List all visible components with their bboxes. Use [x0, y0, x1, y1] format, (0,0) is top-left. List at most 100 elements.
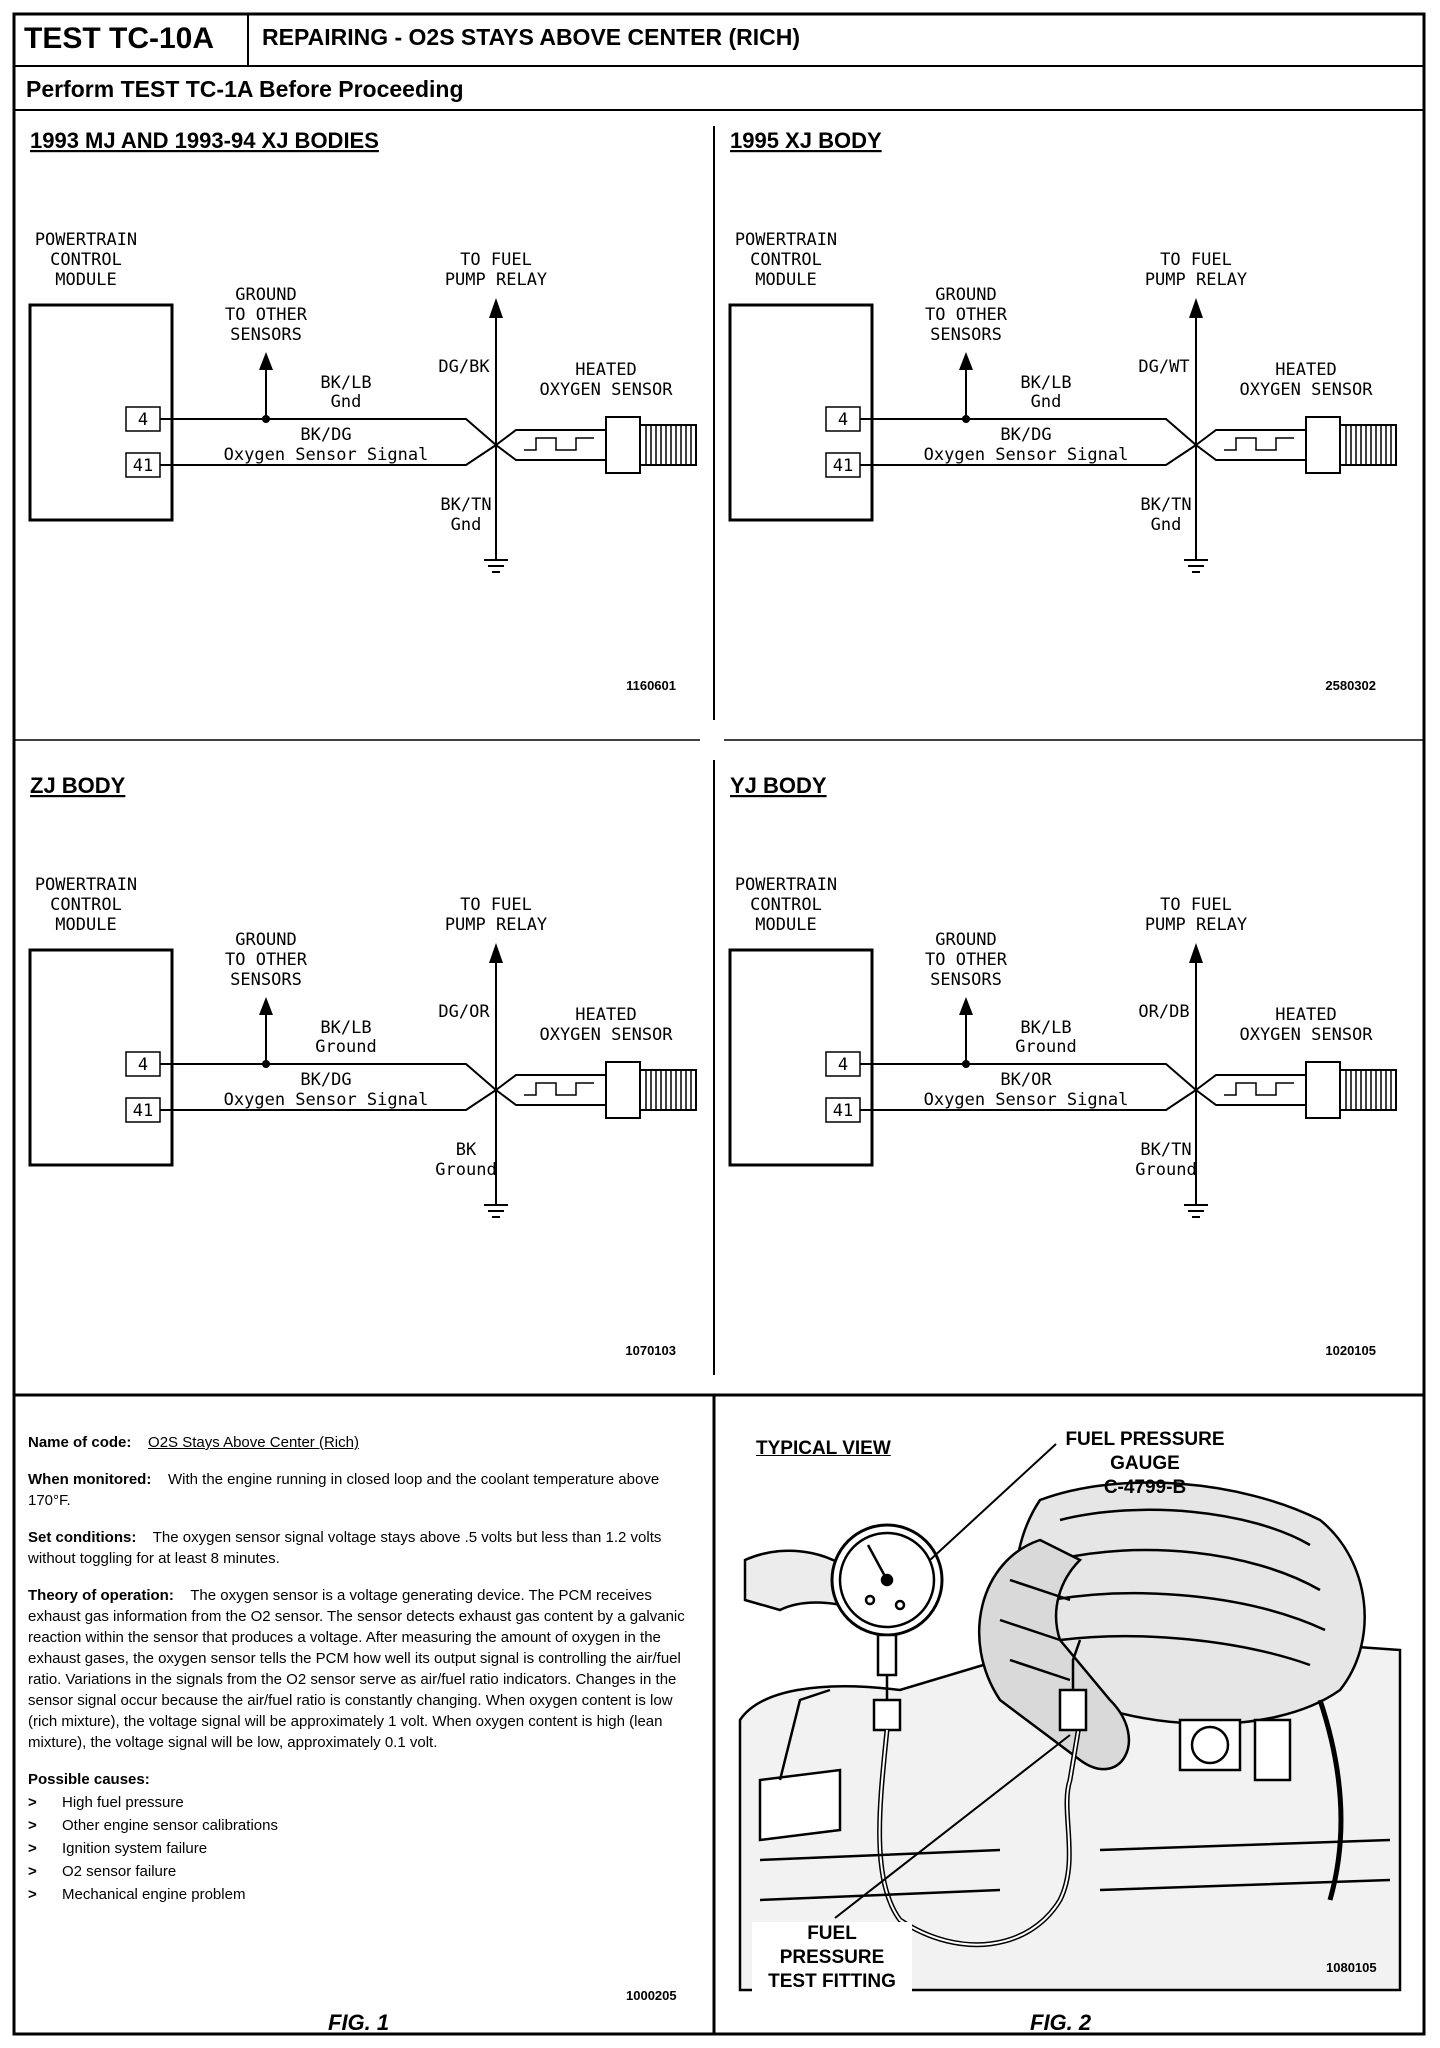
cause-item: >Ignition system failure — [28, 1837, 688, 1860]
figure-code: 1070103 — [625, 1343, 676, 1358]
figure-code: 2580302 — [1325, 678, 1376, 693]
possible-causes-label: Possible causes: — [28, 1771, 150, 1788]
name-of-code-label: Name of code: — [28, 1434, 132, 1451]
cause-text: High fuel pressure — [62, 1794, 184, 1811]
pcm-box — [728, 303, 874, 522]
sensor-thread — [639, 424, 697, 466]
sensor-label: OXYGEN SENSOR — [539, 1025, 673, 1045]
sensor-label: HEATED — [575, 360, 636, 380]
pcm-label: POWERTRAIN — [735, 230, 837, 250]
sensor-label: OXYGEN SENSOR — [1239, 380, 1373, 400]
pin-number: 4 — [138, 410, 148, 430]
fuel-pump-label: TO FUEL — [460, 250, 532, 270]
cause-text: Other engine sensor calibrations — [62, 1817, 278, 1834]
pin-number: 41 — [833, 456, 853, 476]
set-conditions: Set conditions: The oxygen sensor signal… — [28, 1527, 688, 1569]
gauge-label: FUEL PRESSURE GAUGE C-4799-B — [1040, 1428, 1250, 1500]
sensor-thread — [1339, 1069, 1397, 1111]
up-arrow — [259, 997, 273, 1015]
when-monitored-text: With the engine running in closed loop a… — [28, 1471, 660, 1509]
fig2-code: 1080105 — [1326, 1960, 1377, 1975]
up-arrow — [489, 298, 503, 318]
pcm-box — [728, 948, 874, 1167]
ground-sensors-label: GROUND — [935, 930, 996, 950]
up-arrow — [1189, 298, 1203, 318]
cause-bullet: > — [28, 1863, 37, 1880]
pin-box — [125, 1097, 161, 1123]
sensor-body — [494, 1074, 607, 1106]
pin-box — [825, 1051, 861, 1077]
sensor-label: HEATED — [575, 1005, 636, 1025]
typical-view-label: TYPICAL VIEW — [756, 1438, 891, 1459]
set-conditions-label: Set conditions: — [28, 1529, 137, 1546]
ground-wire-color: BK/LB — [320, 373, 371, 393]
oxygen-sensor — [494, 416, 697, 474]
signal-wire-color: BK/DG — [300, 1070, 351, 1090]
signal-wire-color: BK/DG — [1000, 425, 1051, 445]
up-arrow — [959, 997, 973, 1015]
pcm-label: MODULE — [55, 915, 116, 935]
theory-label: Theory of operation: — [28, 1587, 174, 1604]
cause-item: >Other engine sensor calibrations — [28, 1814, 688, 1837]
wiring-diagram-zj: ZJ BODYPOWERTRAINCONTROLMODULE441GROUNDT… — [28, 773, 697, 1358]
ground-sensors-label: SENSORS — [930, 970, 1002, 990]
pin-number: 4 — [838, 1055, 848, 1075]
signal-wire-label: Oxygen Sensor Signal — [924, 1090, 1129, 1110]
code-description: Name of code: O2S Stays Above Center (Ri… — [28, 1432, 688, 1906]
pcm-label: CONTROL — [50, 895, 122, 915]
theory-of-operation: Theory of operation: The oxygen sensor i… — [28, 1585, 688, 1753]
pcm-label: MODULE — [755, 915, 816, 935]
diagram-title: 1993 MJ AND 1993-94 XJ BODIES — [30, 128, 379, 153]
pcm-label: MODULE — [755, 270, 816, 290]
fuel-pump-label: TO FUEL — [460, 895, 532, 915]
pcm-label: POWERTRAIN — [735, 875, 837, 895]
possible-causes-list: > High fuel pressure >Other engine sensor … — [28, 1791, 688, 1906]
ground-wire-color: BK/LB — [320, 1018, 371, 1038]
ground-sensors-label: GROUND — [935, 285, 996, 305]
signal-wire-color: BK/OR — [1000, 1070, 1052, 1090]
fuel-pump-label: PUMP RELAY — [445, 270, 547, 290]
up-arrow — [259, 352, 273, 370]
sensor-heater-symbol — [524, 1082, 594, 1096]
wiring-diagram-1993-mj-xj: 1993 MJ AND 1993-94 XJ BODIES POWERTRAINC… — [28, 128, 697, 693]
fuel-pump-label: TO FUEL — [1160, 250, 1232, 270]
pin-number: 41 — [133, 1101, 153, 1121]
sensor-thread — [1339, 424, 1397, 466]
fuel-wire-color: DG/OR — [438, 1002, 490, 1022]
pcm-label: POWERTRAIN — [35, 230, 137, 250]
fuel-wire-color: OR/DB — [1138, 1002, 1189, 1022]
fuel-pump-label: PUMP RELAY — [445, 915, 547, 935]
diagram-title: ZJ BODY — [30, 773, 126, 798]
when-monitored-label: When monitored: — [28, 1471, 152, 1488]
ground-sensors-label: GROUND — [235, 930, 296, 950]
test-fitting-label: FUEL PRESSURE TEST FITTING — [752, 1922, 912, 1994]
cause-text: Mechanical engine problem — [62, 1886, 246, 1903]
pcm-label: CONTROL — [50, 250, 122, 270]
wiring-diagram-yj: YJ BODYPOWERTRAINCONTROLMODULE441GROUNDT… — [728, 773, 1397, 1358]
fuel-pump-label: PUMP RELAY — [1145, 270, 1247, 290]
pin-number: 41 — [833, 1101, 853, 1121]
fuel-pressure-gauge-photo — [738, 1443, 1402, 1992]
up-arrow — [959, 352, 973, 370]
signal-wire — [860, 1089, 1197, 1111]
pcm-label: MODULE — [55, 270, 116, 290]
ground-sensors-label: TO OTHER — [225, 950, 308, 970]
pin-number: 4 — [838, 410, 848, 430]
signal-wire — [160, 444, 497, 466]
ground-sensors-label: SENSORS — [930, 325, 1002, 345]
test-fitting-label-line: PRESSURE — [779, 1947, 885, 1968]
sensor-body — [1194, 429, 1307, 461]
signal-wire-label: Oxygen Sensor Signal — [224, 1090, 429, 1110]
oxygen-sensor — [1194, 416, 1397, 474]
ground-wire-label: Gnd — [1031, 392, 1062, 412]
pin-box — [825, 406, 861, 432]
sensor-label: OXYGEN SENSOR — [539, 380, 673, 400]
sensor-hex — [1305, 1061, 1341, 1119]
fig2-label: FIG. 2 — [1030, 2010, 1092, 2035]
cause-text: O2 sensor failure — [62, 1863, 177, 1880]
bottom-wire-color: BK — [456, 1140, 477, 1160]
ground-sensors-label: TO OTHER — [925, 950, 1008, 970]
sensor-heater-symbol — [1224, 1082, 1294, 1096]
ground-wire-label: Ground — [1015, 1037, 1076, 1057]
